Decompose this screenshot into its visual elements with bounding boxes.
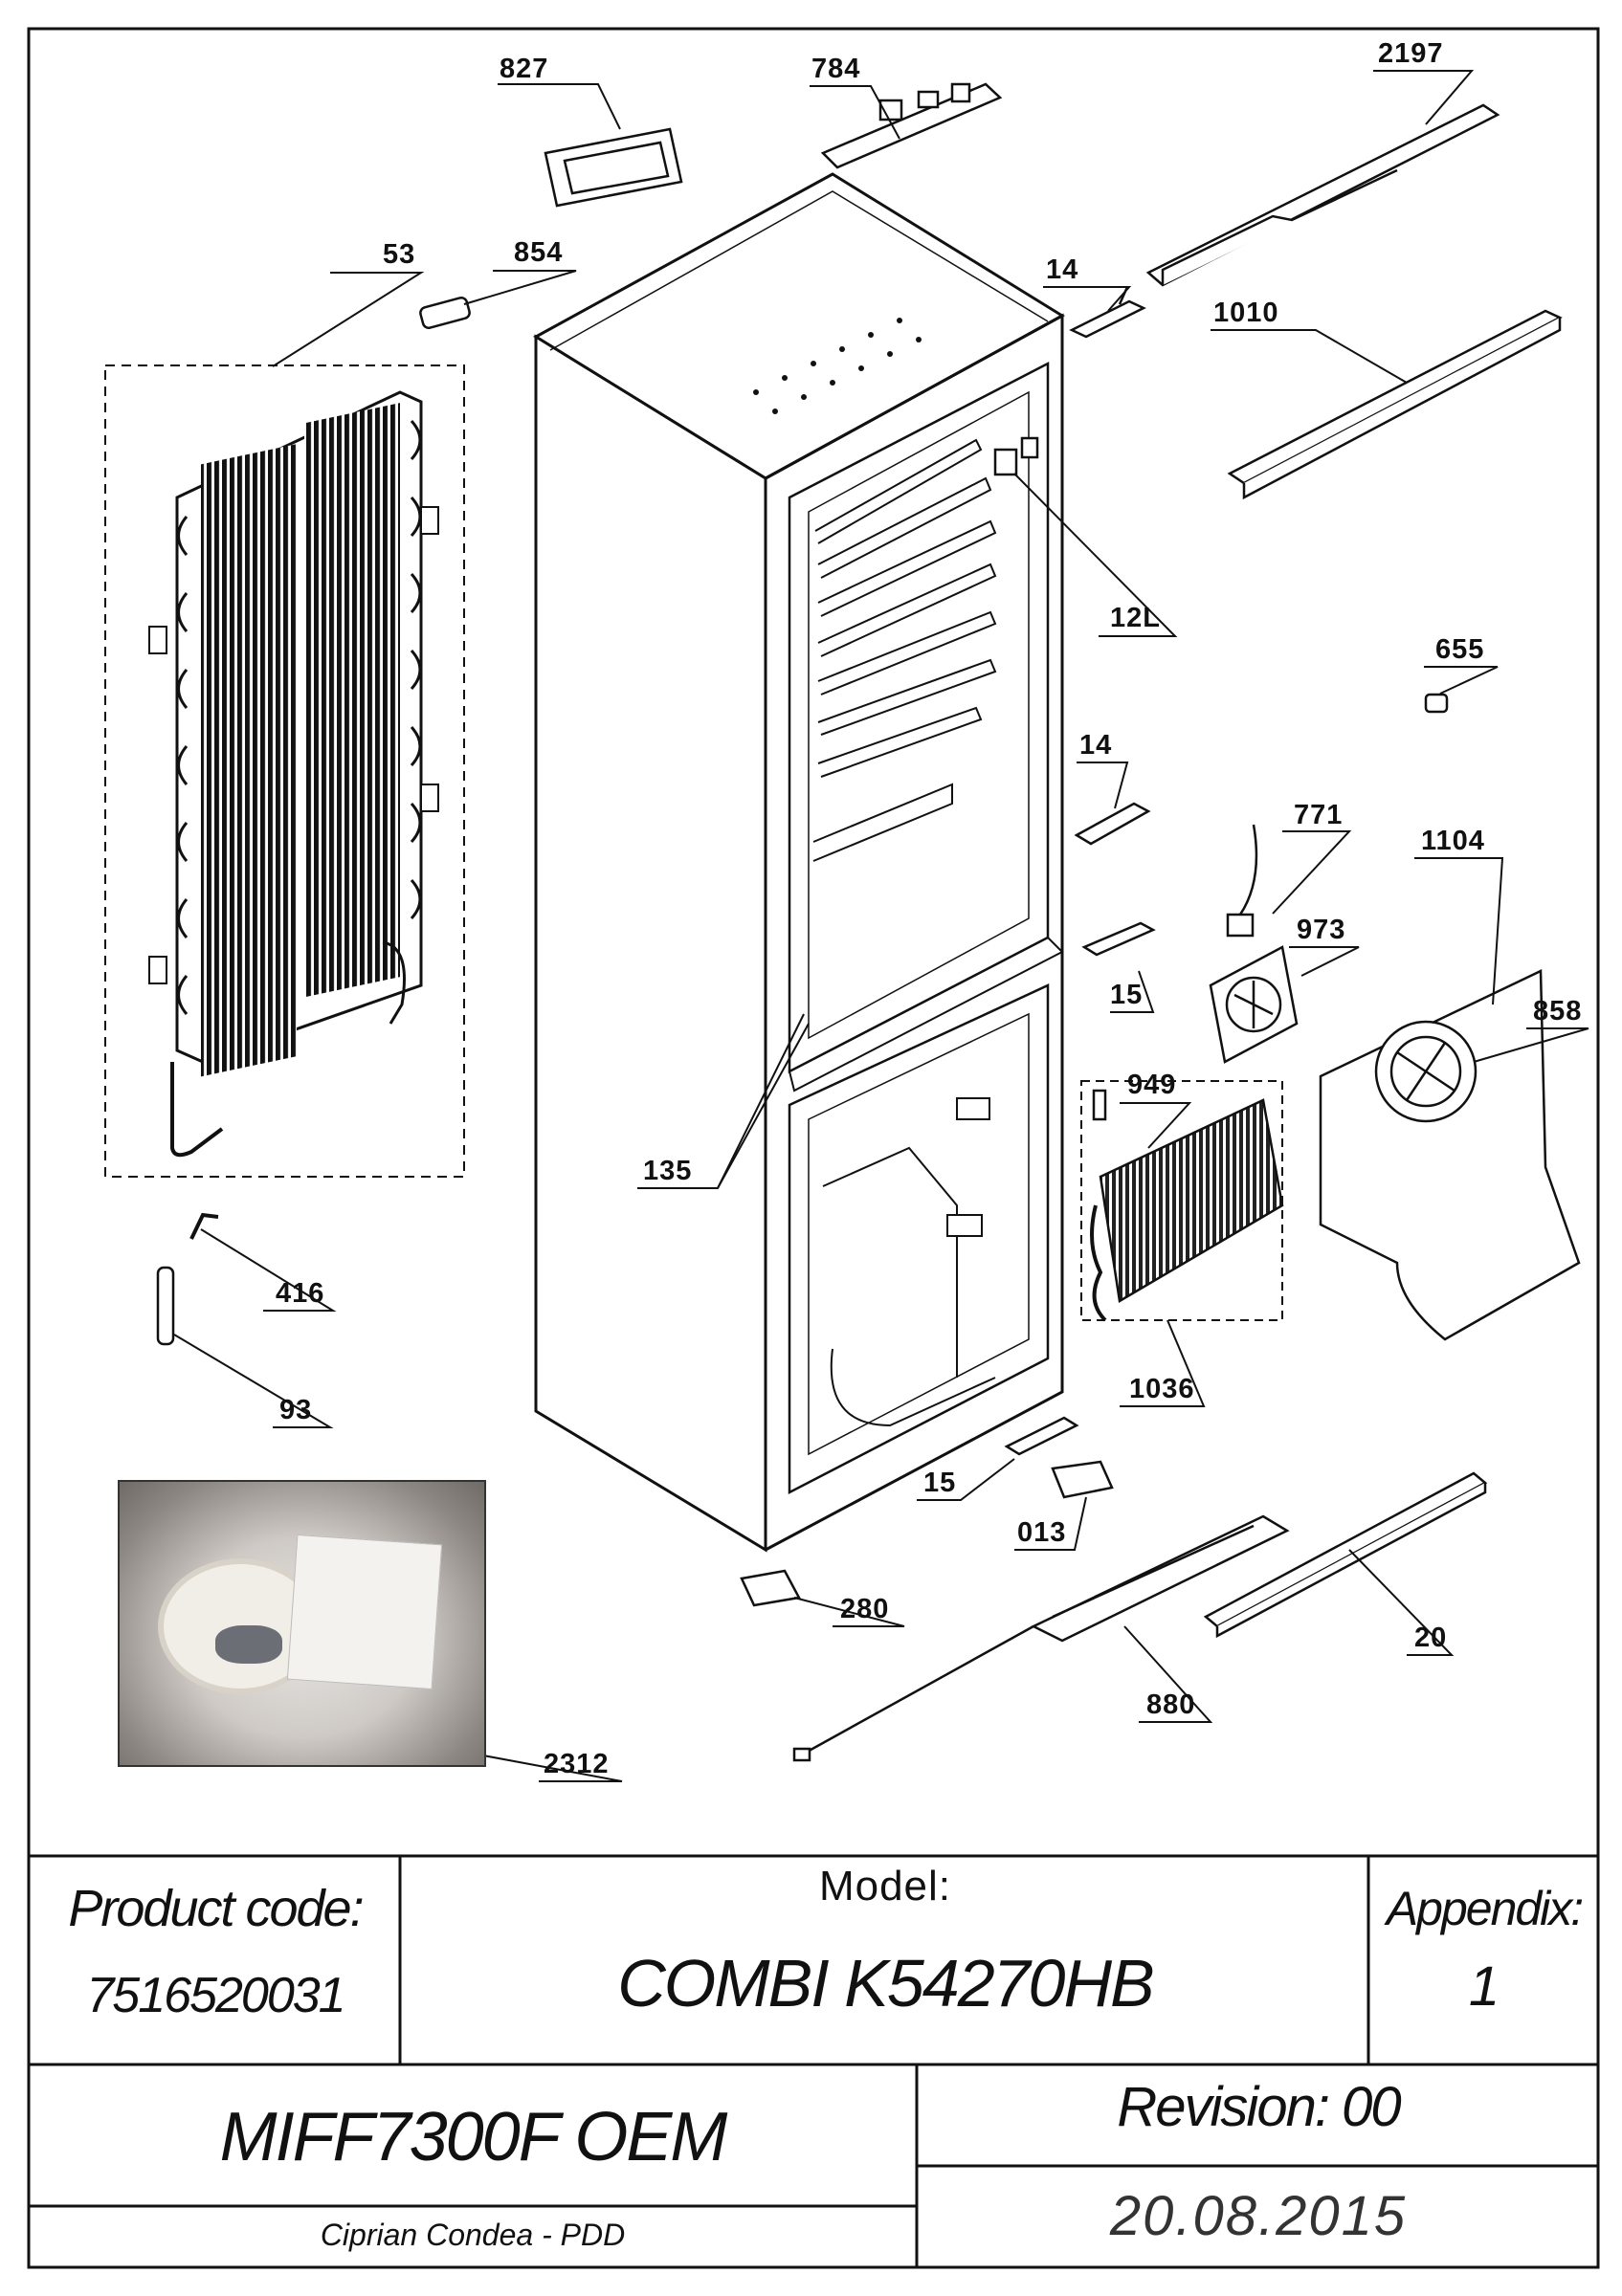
part-label-949: 949	[1127, 1070, 1177, 1100]
clip-655	[1424, 693, 1449, 714]
pipe-416	[189, 1212, 219, 1240]
appendix-value: 1	[1468, 1955, 1500, 2018]
part-label-858: 858	[1533, 996, 1583, 1027]
part-label-880: 880	[1146, 1689, 1196, 1720]
part-label-655: 655	[1435, 634, 1485, 665]
switch-12L	[993, 436, 1039, 476]
part-label-771: 771	[1294, 800, 1344, 830]
part-label-12L: 12L	[1110, 603, 1161, 633]
part-label-20: 20	[1414, 1623, 1448, 1653]
fan-cover-1104	[1319, 969, 1581, 1341]
part-label-135: 135	[643, 1156, 693, 1186]
part-label-93: 93	[279, 1395, 313, 1425]
bracket-bundle-shape	[286, 1534, 443, 1690]
heater-880	[792, 1514, 1290, 1762]
accessory-bag-photo-2312	[118, 1480, 486, 1767]
screws-pile-shape	[215, 1625, 282, 1664]
bar-1010	[1227, 309, 1563, 500]
part-label-784: 784	[811, 54, 861, 84]
condenser-53	[104, 364, 465, 1178]
hinge-15-bottom	[1004, 1416, 1079, 1456]
cabinet-top-holes	[753, 318, 922, 414]
product-code-label: Product code:	[68, 1880, 364, 1937]
part-label-1010: 1010	[1213, 298, 1279, 328]
leader-lines	[173, 70, 1589, 1782]
display-frame-827	[544, 127, 683, 208]
part-label-53: 53	[383, 239, 416, 270]
page-frame	[27, 27, 1600, 2269]
foot-280	[740, 1569, 801, 1607]
part-label-827: 827	[500, 54, 549, 84]
revision: Revision: 00	[1117, 2076, 1401, 2138]
part-label-14-top: 14	[1046, 254, 1079, 285]
top-rail-2197	[1145, 103, 1500, 287]
part-label-416: 416	[276, 1278, 325, 1309]
part-label-14-middle: 14	[1079, 730, 1113, 761]
appendix-label: Appendix:	[1386, 1882, 1584, 1935]
hinge-14-top	[1069, 286, 1146, 339]
control-board-784	[820, 82, 1003, 169]
author: Ciprian Condea - PDD	[320, 2218, 626, 2252]
part-label-2197: 2197	[1378, 38, 1444, 69]
part-label-013: 013	[1017, 1517, 1067, 1548]
model-value: COMBI K54270HB	[617, 1946, 1154, 2020]
rail-20	[1203, 1471, 1488, 1639]
connector-771	[1226, 824, 1258, 938]
hinge-15-middle	[1081, 921, 1156, 957]
filter-drier-93	[156, 1266, 175, 1346]
part-label-280: 280	[840, 1594, 890, 1624]
part-label-2312: 2312	[544, 1749, 610, 1779]
date: 20.08.2015	[1109, 2185, 1408, 2247]
fan-973	[1209, 945, 1299, 1064]
part-label-15-middle: 15	[1110, 980, 1144, 1010]
title-block-grid	[29, 1854, 1598, 2267]
hinge-14-middle	[1074, 802, 1151, 846]
lamp-854	[419, 297, 471, 329]
evaporator-1036	[1080, 1080, 1284, 1322]
foot-013	[1051, 1460, 1114, 1499]
part-label-1036: 1036	[1129, 1374, 1195, 1404]
part-label-973: 973	[1297, 915, 1346, 945]
model-label: Model:	[818, 1863, 952, 1910]
part-label-15-bottom: 15	[923, 1468, 957, 1498]
oem-name: MIFF7300F OEM	[219, 2099, 728, 2175]
product-code-value: 7516520031	[86, 1968, 345, 2023]
part-label-854: 854	[514, 237, 564, 268]
part-label-1104: 1104	[1421, 826, 1485, 856]
refrigerator-cabinet	[533, 172, 1065, 1553]
